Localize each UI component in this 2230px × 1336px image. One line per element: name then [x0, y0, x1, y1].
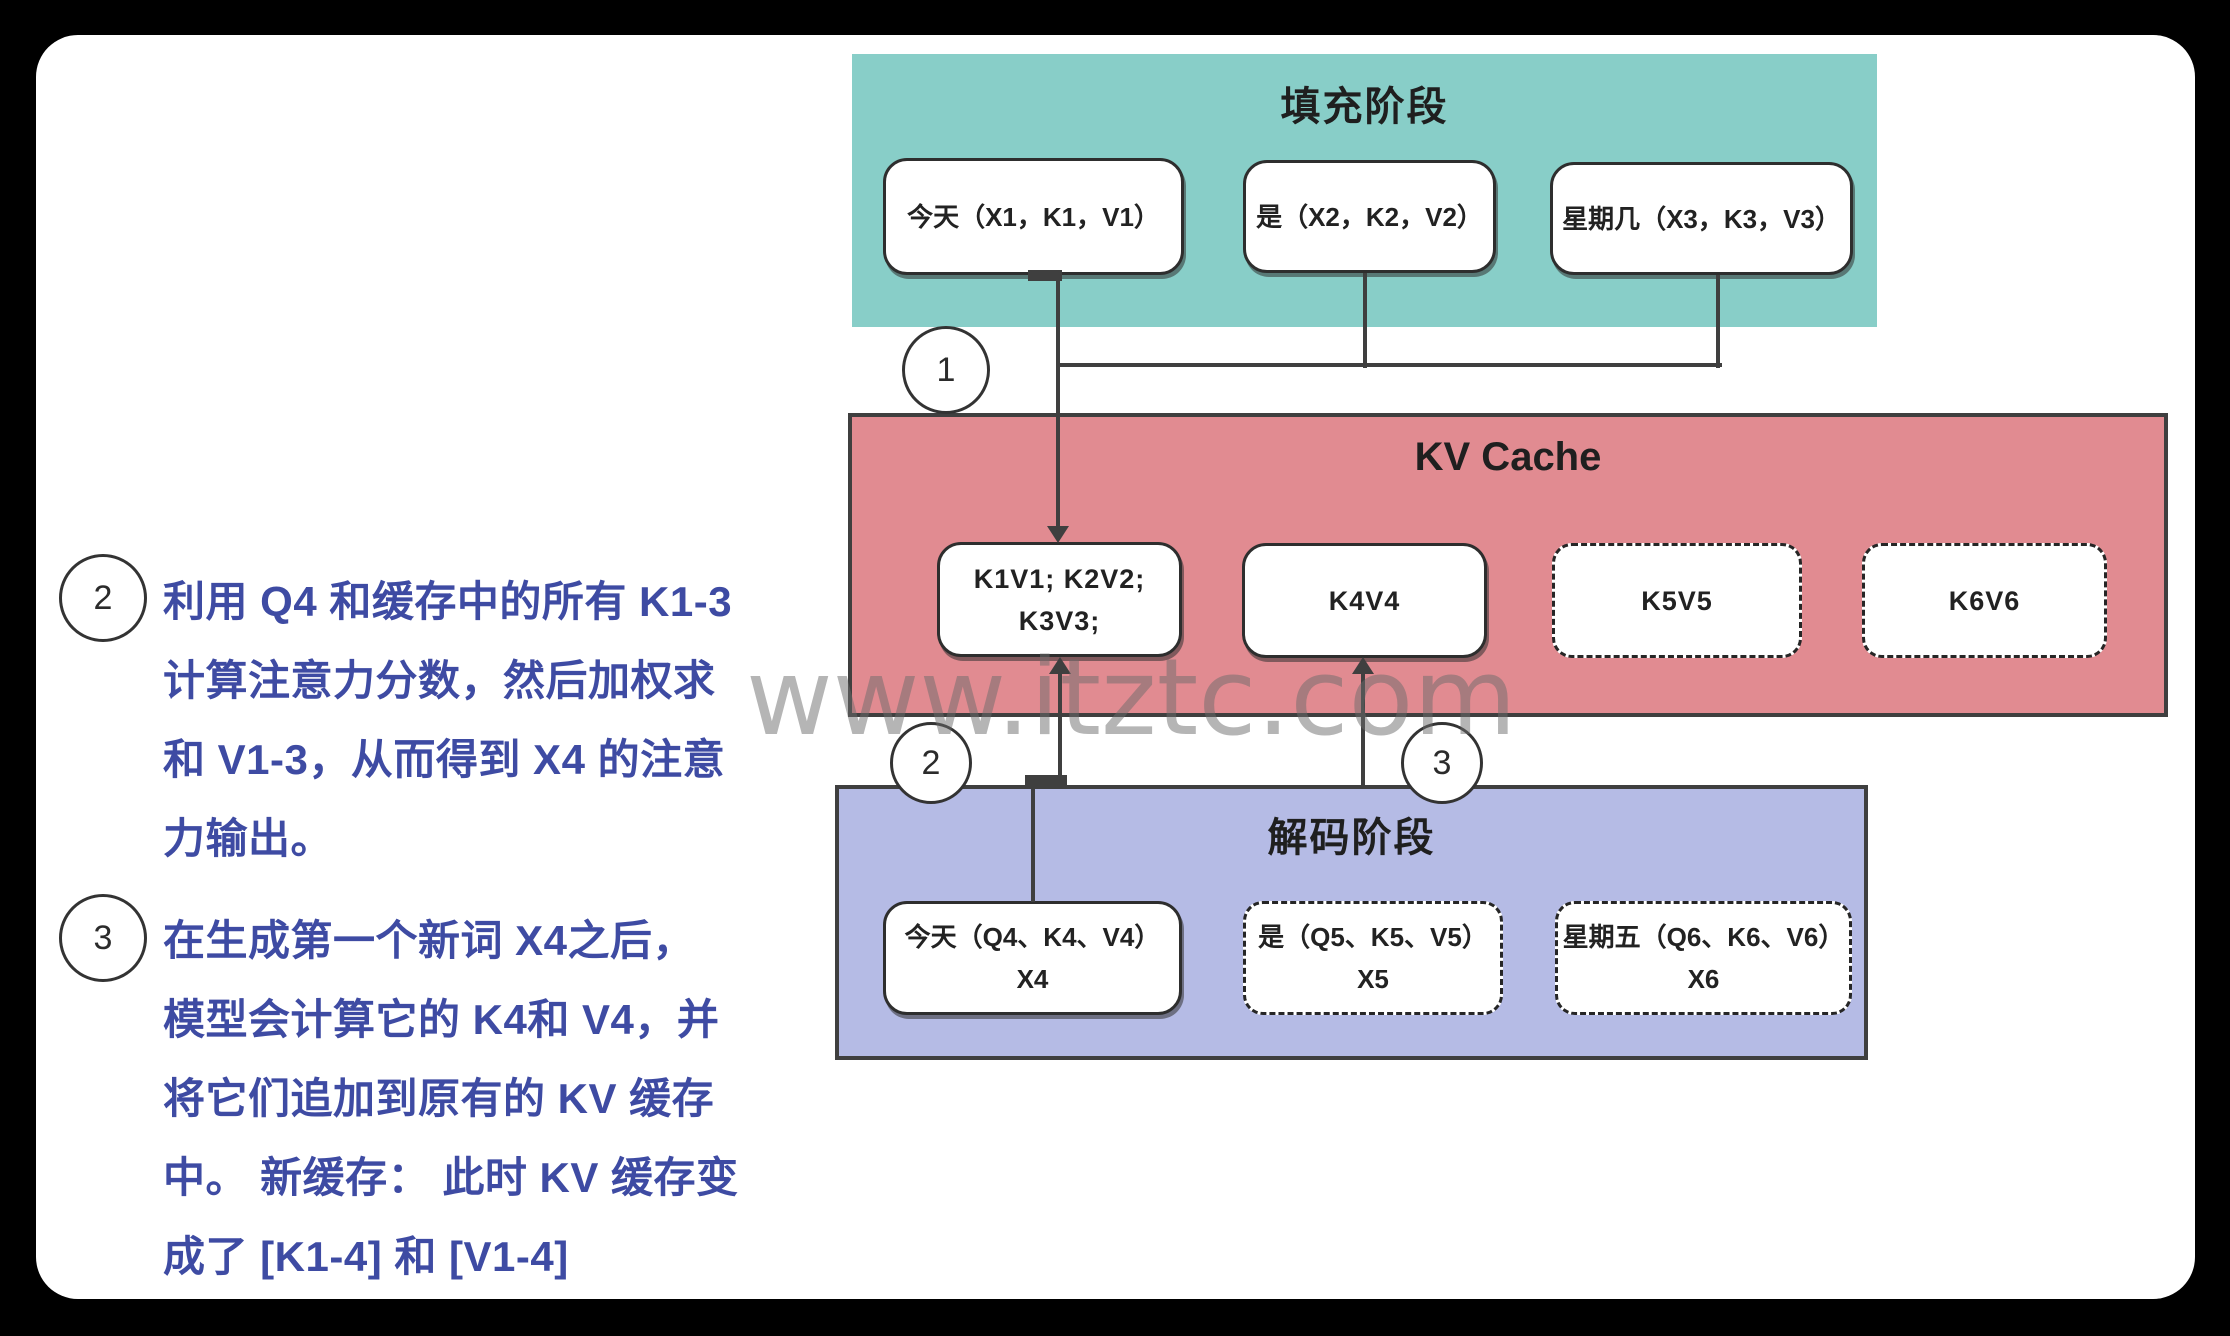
annotation-2-badge: 2: [59, 554, 147, 642]
decode-box-x6-line2: X6: [1687, 964, 1720, 994]
step-badge-3: 3: [1401, 722, 1483, 804]
kv-box-k1v1-k3v3: K1V1; K2V2; K3V3;: [937, 542, 1182, 657]
prefill-box-x3: 星期几（X3，K3，V3）: [1550, 162, 1853, 275]
annotation-3-line: 中。 新缓存： 此时 KV 缓存变: [163, 1154, 739, 1201]
prefill-box-x1-label: 今天（X1，K1，V1）: [907, 201, 1160, 232]
decode-box-x4: 今天（Q4、K4、V4） X4: [883, 901, 1182, 1015]
annotation-2-line: 力输出。: [163, 815, 334, 862]
annotation-3-line: 模型会计算它的 K4和 V4，并: [163, 996, 720, 1043]
arrow-up-into-k1v1-icon: [1049, 657, 1071, 674]
kv-box-k5v5: K5V5: [1552, 543, 1802, 658]
prefill-box-x2-label: 是（X2，K2，V2）: [1256, 201, 1483, 232]
watermark-text: www.itztc.com: [746, 636, 1517, 759]
prefill-box-x2: 是（X2，K2，V2）: [1243, 160, 1496, 273]
prefill-box-x1: 今天（X1，K1，V1）: [883, 158, 1184, 275]
kv-cache-title: KV Cache: [1414, 435, 1602, 479]
decode-box-x5-line2: X5: [1357, 964, 1389, 994]
annotation-2-line: 利用 Q4 和缓存中的所有 K1-3: [163, 578, 733, 625]
decode-box-x4-line2: X4: [1016, 964, 1049, 994]
annotation-3-badge-label: 3: [93, 918, 113, 957]
annotation-2-badge-label: 2: [93, 578, 113, 617]
connector-x2-drop: [1363, 273, 1367, 368]
annotation-3-line: 将它们追加到原有的 KV 缓存: [163, 1075, 715, 1122]
kv-box-k6v6: K6V6: [1862, 543, 2107, 658]
annotation-3-text: 在生成第一个新词 X4之后， 模型会计算它的 K4和 V4，并 将它们追加到原有…: [163, 901, 823, 1296]
annotation-2-line: 计算注意力分数，然后加权求: [163, 657, 716, 704]
annotation-3-line: 在生成第一个新词 X4之后，: [163, 917, 696, 964]
arrow-down-into-k1v1-icon: [1047, 526, 1069, 543]
annotation-2-line: 和 V1-3，从而得到 X4 的注意: [163, 736, 726, 783]
connector-merge-horizontal: [1056, 363, 1722, 367]
connector-x4-up: [1031, 789, 1035, 902]
connector-stub-x1: [1028, 270, 1062, 281]
connector-to-k4v4-bottom: [1361, 673, 1365, 786]
arrow-up-into-k4v4-icon: [1352, 657, 1374, 674]
step-badge-2: 2: [890, 722, 972, 804]
kv-box-k6v6-label: K6V6: [1948, 585, 2021, 616]
decode-box-x6-line1: 星期五（Q6、K6、V6）: [1562, 922, 1845, 952]
decode-title: 解码阶段: [1267, 816, 1436, 860]
decode-box-x4-line1: 今天（Q4、K4、V4）: [904, 922, 1161, 952]
step-badge-3-label: 3: [1432, 743, 1452, 782]
decode-box-x5-line1: 是（Q5、K5、V5）: [1258, 922, 1488, 952]
decode-box-x5: 是（Q5、K5、V5） X5: [1243, 901, 1503, 1015]
kv-box-k1v1-line2: K3V3;: [1018, 605, 1101, 636]
decode-box-x6: 星期五（Q6、K6、V6） X6: [1555, 901, 1852, 1015]
prefill-title: 填充阶段: [1280, 85, 1449, 129]
annotation-2-text: 利用 Q4 和缓存中的所有 K1-3 计算注意力分数，然后加权求 和 V1-3，…: [163, 562, 803, 878]
annotation-3-line: 成了 [K1-4] 和 [V1-4]: [163, 1233, 569, 1280]
kv-box-k4v4-label: K4V4: [1328, 585, 1401, 616]
step-badge-1-label: 1: [936, 350, 956, 389]
connector-prefill-to-kv: [1056, 277, 1060, 527]
step-badge-1: 1: [902, 326, 990, 414]
annotation-3-badge: 3: [59, 894, 147, 982]
step-badge-2-label: 2: [921, 743, 941, 782]
kv-box-k5v5-label: K5V5: [1641, 585, 1713, 616]
connector-x3-drop: [1716, 275, 1720, 368]
kv-box-k1v1-line1: K1V1; K2V2;: [973, 563, 1146, 594]
connector-to-k1v1-bottom: [1058, 673, 1062, 783]
kv-box-k4v4: K4V4: [1242, 543, 1487, 658]
prefill-box-x3-label: 星期几（X3，K3，V3）: [1562, 203, 1841, 234]
connector-stub-x4: [1025, 775, 1067, 787]
